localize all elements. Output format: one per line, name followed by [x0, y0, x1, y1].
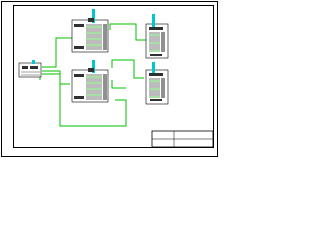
circuit-label-mark — [103, 24, 107, 26]
circuit-label-mark — [103, 92, 107, 94]
circuit-label-mark — [161, 80, 165, 82]
source-panel — [18, 60, 42, 78]
circuit-label-mark — [103, 30, 107, 32]
circuit-label-mark — [161, 86, 165, 88]
drawing-canvas — [1, 1, 218, 157]
circuit-label-mark — [161, 36, 165, 38]
distribution-panel-upper — [71, 9, 109, 53]
circuit-label-mark — [161, 90, 165, 92]
circuit-label-mark — [161, 40, 165, 42]
circuit-label-mark — [103, 86, 107, 88]
title-block — [151, 130, 214, 148]
circuit-label-mark — [103, 36, 107, 38]
circuit-label-mark — [161, 32, 165, 34]
circuit-label-mark — [161, 96, 165, 98]
circuit-label-mark — [103, 42, 107, 44]
distribution-panel-lower — [71, 60, 109, 103]
circuit-label-mark — [103, 90, 107, 92]
circuit-label-mark — [103, 80, 107, 82]
circuit-label-mark — [103, 28, 107, 30]
circuit-label-mark — [161, 48, 165, 50]
circuit-label-mark — [103, 34, 107, 36]
circuit-label-mark — [103, 38, 107, 40]
circuit-label-mark — [161, 50, 165, 52]
circuit-label-mark — [103, 32, 107, 34]
sub-panel-lower — [145, 62, 169, 105]
circuit-label-mark — [161, 92, 165, 94]
circuit-label-mark — [161, 42, 165, 44]
circuit-label-mark — [103, 76, 107, 78]
circuit-label-mark — [103, 84, 107, 86]
circuit-label-mark — [103, 48, 107, 50]
circuit-label-mark — [161, 88, 165, 90]
circuit-label-mark — [103, 94, 107, 96]
circuit-label-mark — [103, 46, 107, 48]
circuit-label-mark — [103, 74, 107, 76]
inner-frame — [13, 5, 214, 148]
circuit-label-mark — [161, 38, 165, 40]
circuit-label-mark — [161, 34, 165, 36]
circuit-label-mark — [161, 44, 165, 46]
circuit-label-mark — [103, 96, 107, 98]
circuit-label-mark — [103, 78, 107, 80]
circuit-label-mark — [103, 26, 107, 28]
circuit-label-mark — [103, 82, 107, 84]
circuit-label-mark — [161, 84, 165, 86]
circuit-label-mark — [161, 82, 165, 84]
circuit-label-mark — [161, 46, 165, 48]
circuit-label-mark — [161, 78, 165, 80]
circuit-label-mark — [103, 44, 107, 46]
circuit-label-mark — [103, 88, 107, 90]
circuit-label-mark — [103, 40, 107, 42]
circuit-label-mark — [103, 98, 107, 100]
sub-panel-upper — [145, 14, 169, 59]
circuit-label-mark — [161, 94, 165, 96]
outer-frame — [1, 1, 218, 157]
